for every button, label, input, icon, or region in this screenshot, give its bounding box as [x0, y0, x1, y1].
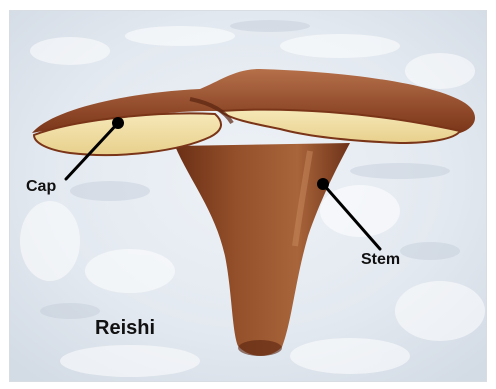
diagram-title: Reishi: [95, 318, 155, 338]
cap-pointer-dot: [112, 117, 124, 129]
mushroom-photo: [9, 10, 487, 382]
stem-base: [238, 340, 282, 356]
stem-pointer-dot: [317, 178, 329, 190]
stem-label: Stem: [361, 252, 400, 268]
mushroom-illustration: [10, 11, 487, 382]
cap-label: Cap: [26, 179, 56, 195]
